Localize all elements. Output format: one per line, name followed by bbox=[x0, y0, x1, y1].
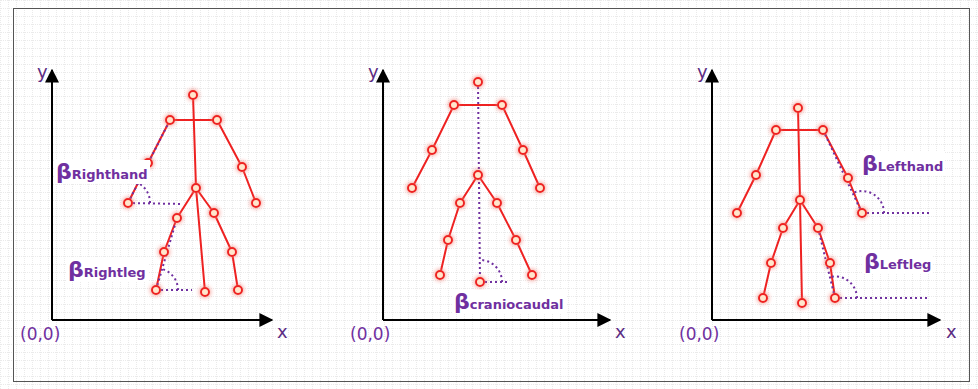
angle-label: βLeftleg bbox=[862, 250, 933, 274]
joint-points bbox=[124, 78, 866, 307]
angle-lines bbox=[128, 82, 930, 298]
origin-label: (0,0) bbox=[679, 325, 719, 344]
origin-label: (0,0) bbox=[350, 325, 390, 344]
angle-label: βRighthand bbox=[54, 160, 150, 184]
axis-label: x bbox=[615, 322, 626, 342]
axis-label: x bbox=[277, 322, 288, 342]
angle-label: βRightleg bbox=[66, 258, 148, 282]
angle-label: βcraniocaudal bbox=[452, 290, 566, 314]
axis-label: x bbox=[946, 322, 957, 342]
axes bbox=[52, 70, 940, 320]
axis-label: y bbox=[368, 62, 379, 82]
axis-label: y bbox=[697, 62, 708, 82]
axis-label: y bbox=[37, 62, 48, 82]
skeleton-lines bbox=[128, 95, 862, 303]
frame bbox=[14, 9, 970, 382]
origin-label: (0,0) bbox=[20, 325, 60, 344]
angle-label: βLefthand bbox=[860, 152, 945, 176]
